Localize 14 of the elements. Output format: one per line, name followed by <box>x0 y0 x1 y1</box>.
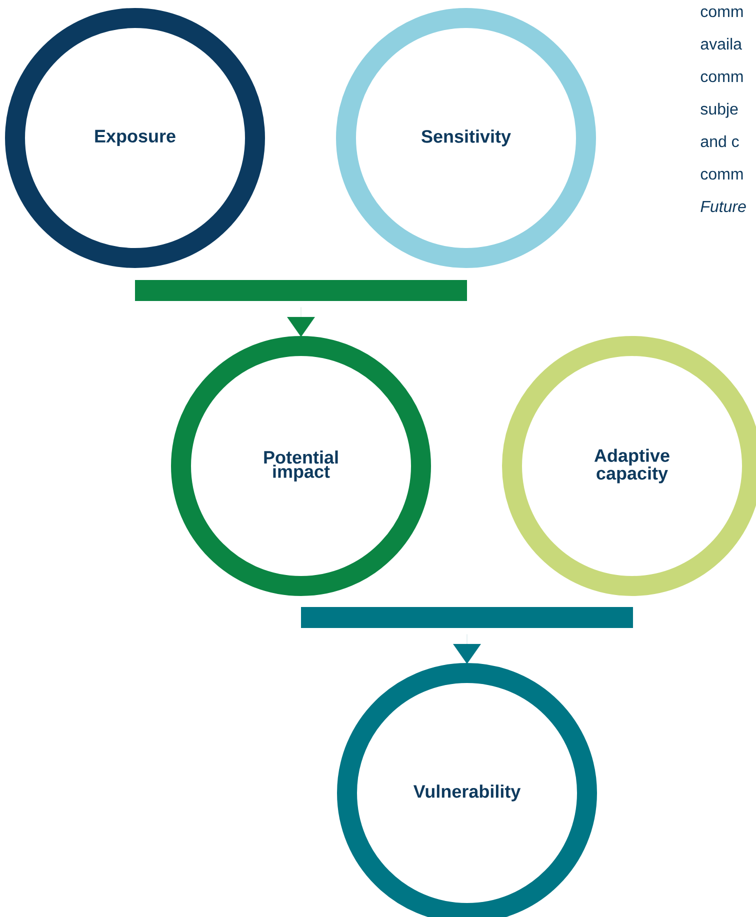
arrow <box>287 307 315 337</box>
circle-node: Potential impact <box>171 336 431 596</box>
text-line: comm <box>700 8 743 18</box>
text-line: and c <box>700 135 739 148</box>
bar <box>135 280 467 301</box>
bar <box>301 607 633 628</box>
text-line: comm <box>700 73 743 82</box>
text-line: subje <box>700 102 738 118</box>
arrow <box>453 634 481 664</box>
circle-node: Exposure <box>5 8 265 268</box>
text-line: comm <box>700 170 743 180</box>
text-line: availa <box>700 38 742 50</box>
circle-node: Sensitivity <box>336 8 596 268</box>
text-line: Future <box>700 201 746 212</box>
